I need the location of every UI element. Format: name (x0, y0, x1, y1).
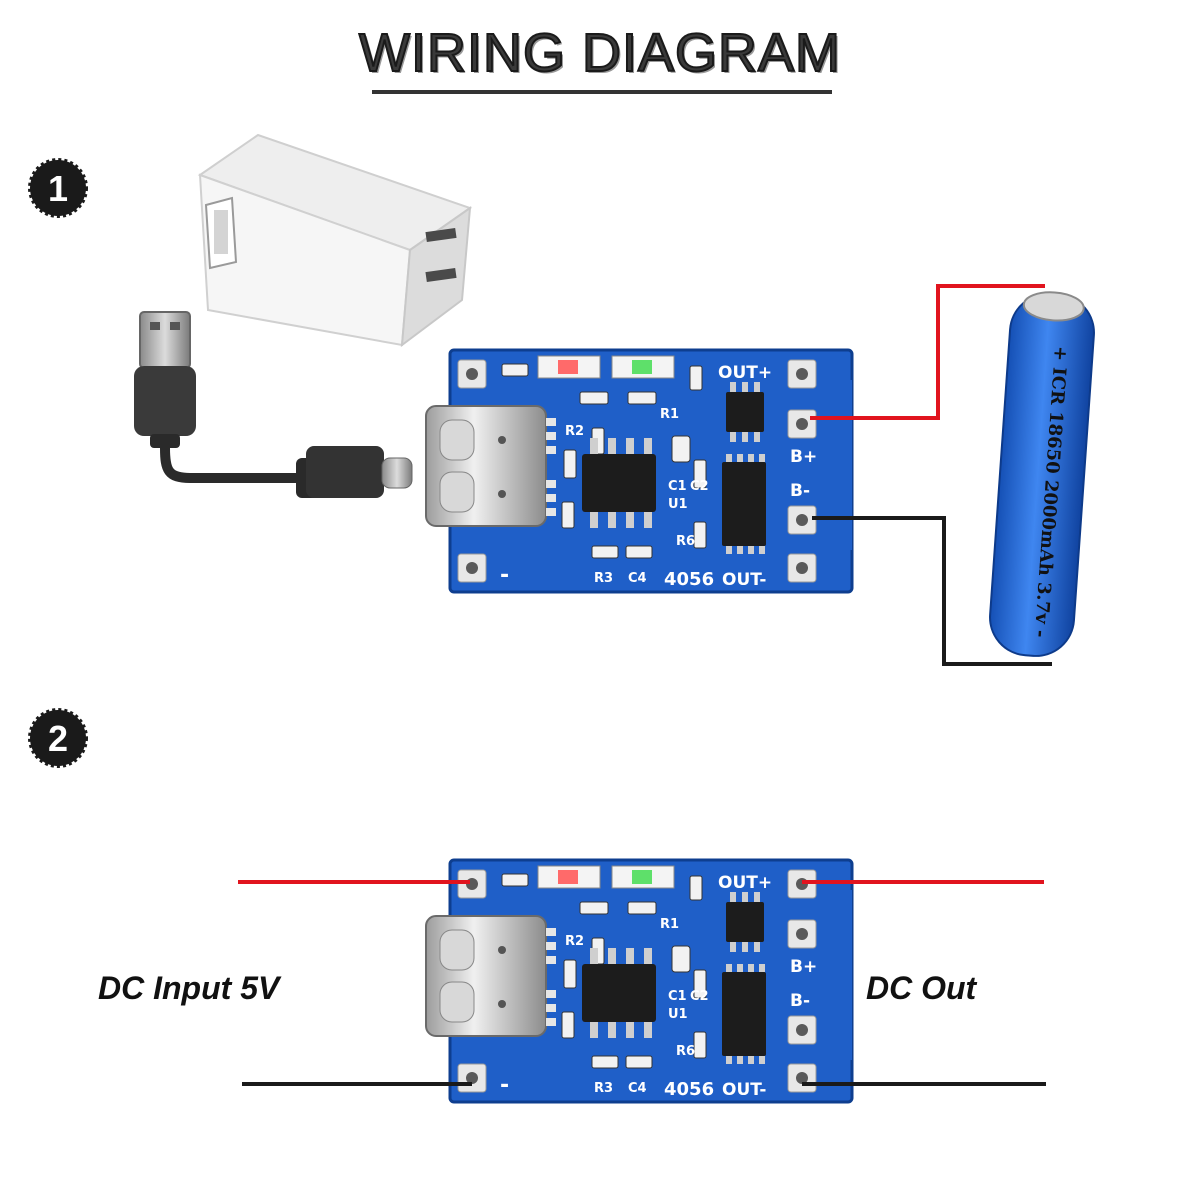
module-1-r3: R3 (594, 571, 613, 586)
module-2-c4: C4 (628, 1081, 647, 1096)
module-2-c1: C1 (668, 989, 687, 1004)
title-underline (372, 90, 832, 94)
charger-module-2 (424, 858, 854, 1104)
battery-18650: + ICR 18650 2000mAh 3.7v - (989, 291, 1095, 657)
dc-input-label: DC Input 5V (98, 970, 280, 1006)
step-1-number: 1 (48, 168, 68, 209)
step-1-badge: 1 (28, 158, 88, 218)
module-2-out-minus: OUT- (722, 1080, 766, 1100)
module-2-c2: C2 (690, 989, 709, 1004)
wire-battery-positive (810, 284, 1045, 420)
step-2-badge: 2 (28, 708, 88, 768)
module-1-r6: R6 (676, 534, 695, 549)
module-2-u1: U1 (668, 1007, 688, 1022)
module-1-out-minus: OUT- (722, 570, 766, 590)
module-2-r3: R3 (594, 1081, 613, 1096)
module-2-r6: R6 (676, 1044, 695, 1059)
module-2-r1: R1 (660, 917, 679, 932)
module-1-b-minus: B- (790, 481, 810, 501)
wall-adapter (197, 133, 473, 348)
usb-cable (134, 311, 413, 498)
dc-output-label: DC Out (866, 970, 977, 1006)
module-1-r2: R2 (565, 424, 584, 439)
module-1-c1: C1 (668, 479, 687, 494)
charger-module-1 (424, 348, 854, 594)
module-1-out-plus: OUT+ (718, 363, 772, 383)
module-1-model: 4056 (664, 569, 714, 590)
wire-battery-negative (812, 516, 1052, 666)
module-2-minus: - (500, 1073, 509, 1098)
diagram-title: WIRING DIAGRAM (358, 22, 841, 84)
module-2-labels: OUT+ OUT- B+ B- 4056 - R1 R2 R3 C1 C2 C4… (500, 873, 817, 1100)
module-2-b-minus: B- (790, 991, 810, 1011)
module-1-b-plus: B+ (790, 447, 817, 467)
module-1-c4: C4 (628, 571, 647, 586)
step-2-number: 2 (48, 718, 68, 759)
module-1-labels: OUT+ OUT- B+ B- 4056 - R1 R2 R3 C1 C2 C4… (500, 363, 817, 590)
module-1-c2: C2 (690, 479, 709, 494)
module-1-minus: - (500, 563, 509, 588)
module-1-u1: U1 (668, 497, 688, 512)
module-2-model: 4056 (664, 1079, 714, 1100)
module-2-out-plus: OUT+ (718, 873, 772, 893)
module-2-r2: R2 (565, 934, 584, 949)
module-2-b-plus: B+ (790, 957, 817, 977)
module-1-r1: R1 (660, 407, 679, 422)
